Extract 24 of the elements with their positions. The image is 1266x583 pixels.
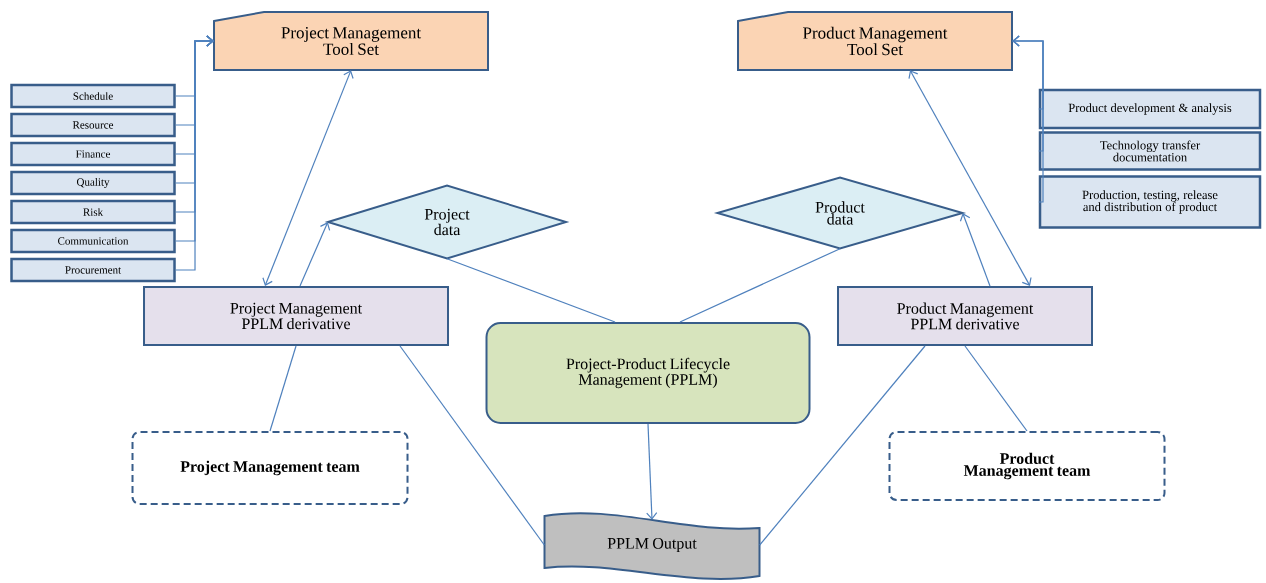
category-box: Technology transfer documentation [1038, 131, 1262, 171]
arrow [908, 70, 1032, 286]
derivative-box: Project Management PPLM derivative [143, 286, 449, 346]
category-box: Product development & analysis [1038, 88, 1262, 130]
arrow [299, 222, 331, 287]
tool-set-box: Project Management Tool Set [213, 11, 489, 71]
arrow [959, 213, 991, 287]
arrow [646, 423, 658, 520]
category-box: Resource [10, 112, 176, 138]
category-box: Quality [10, 170, 176, 196]
derivative-box: Product Management PPLM derivative [837, 286, 1093, 346]
tool-set-box: Product Management Tool Set [737, 11, 1013, 71]
category-box: Risk [10, 199, 176, 225]
arrow [262, 70, 354, 286]
category-box: Procurement [10, 257, 176, 283]
category-box: Communication [10, 228, 176, 254]
team-box: Project Management team [131, 431, 409, 505]
output-banner: PPLM Output [543, 512, 761, 580]
pplm-box: Project-Product Lifecycle Management (PPLM) [485, 322, 811, 424]
category-box: Production, testing, release and distribution of product [1038, 175, 1262, 229]
arrow [1012, 35, 1044, 203]
category-box: Finance [10, 141, 176, 167]
team-box: Product Management team [888, 431, 1166, 501]
category-box: Schedule [10, 83, 176, 109]
